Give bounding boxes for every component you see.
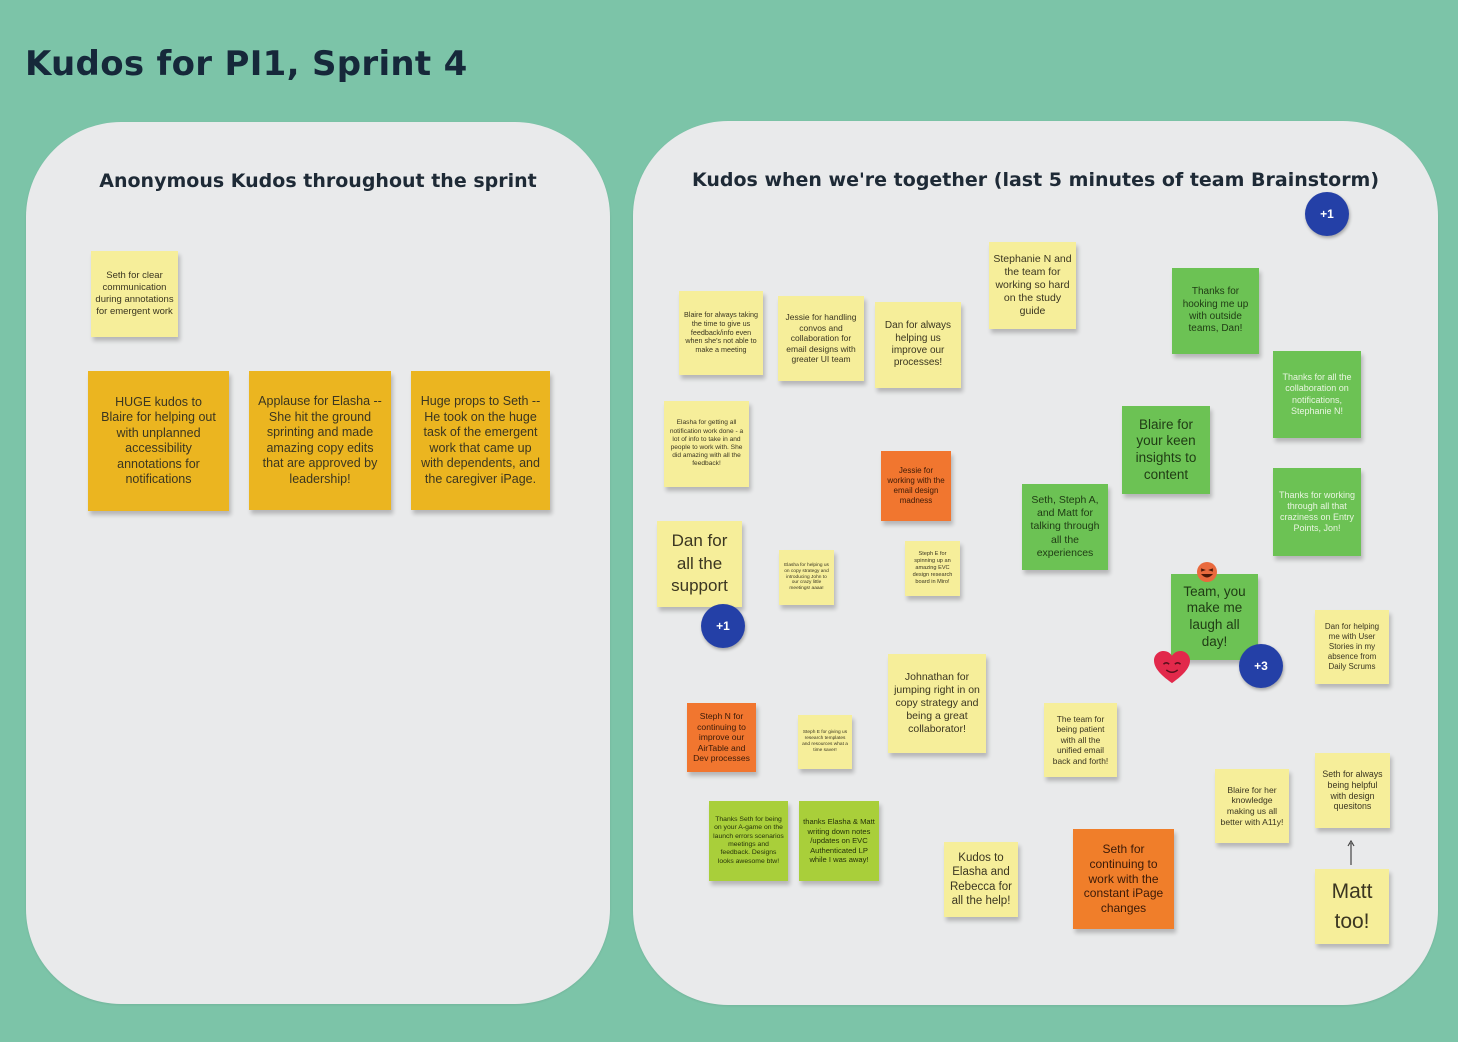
sticky-note[interactable]: Huge props to Seth -- He took on the hug…	[411, 371, 550, 510]
vote-count-badge[interactable]: +3	[1239, 644, 1283, 688]
sticky-note[interactable]: Johnathan for jumping right in on copy s…	[888, 654, 986, 753]
sticky-note[interactable]: Steph N for continuing to improve our Ai…	[687, 703, 756, 772]
panel-title: Kudos when we're together (last 5 minute…	[691, 169, 1380, 191]
sticky-note[interactable]: thanks Elasha & Matt writing down notes …	[799, 801, 879, 881]
sticky-note[interactable]: Thanks Seth for being on your A-game on …	[709, 801, 788, 881]
sticky-note[interactable]: Steph E for spinning up an amazing EVC d…	[905, 541, 960, 596]
sticky-note[interactable]: Seth for clear communication during anno…	[91, 251, 178, 337]
vote-count-badge[interactable]: +1	[701, 604, 745, 648]
sticky-note[interactable]: Dan for helping me with User Stories in …	[1315, 610, 1389, 684]
sticky-note[interactable]: Thanks for all the collaboration on noti…	[1273, 351, 1361, 438]
sticky-note[interactable]: Thanks for hooking me up with outside te…	[1172, 268, 1259, 354]
sticky-note[interactable]: Team, you make me laugh all day!	[1171, 574, 1258, 660]
sticky-note[interactable]: Seth for continuing to work with the con…	[1073, 829, 1174, 929]
panel-title: Anonymous Kudos throughout the sprint	[99, 170, 537, 192]
sticky-note[interactable]: Blaire for your keen insights to content	[1122, 406, 1210, 494]
vote-count-badge[interactable]: +1	[1305, 192, 1349, 236]
sticky-note[interactable]: Seth for always being helpful with desig…	[1315, 753, 1390, 828]
sticky-note[interactable]: Thanks for working through all that craz…	[1273, 468, 1361, 556]
sticky-note[interactable]: Blaire for her knowledge making us all b…	[1215, 769, 1289, 843]
sticky-note[interactable]: The team for being patient with all the …	[1044, 703, 1117, 777]
sticky-note[interactable]: Kudos to Elasha and Rebecca for all the …	[944, 842, 1018, 917]
laughing-face-emoji	[1197, 562, 1217, 582]
board-title: Kudos for PI1, Sprint 4	[25, 44, 468, 84]
sticky-note[interactable]: Dan for always helping us improve our pr…	[875, 302, 961, 388]
sticky-note[interactable]: Elasha for helping us on copy strategy a…	[779, 550, 834, 605]
up-arrow-icon	[1347, 840, 1355, 865]
sticky-note[interactable]: Dan for all the support	[657, 521, 742, 607]
sticky-note[interactable]: Blaire for always taking the time to giv…	[679, 291, 763, 375]
sticky-note[interactable]: Jessie for working with the email design…	[881, 451, 951, 521]
sticky-note[interactable]: HUGE kudos to Blaire for helping out wit…	[88, 371, 229, 511]
sticky-note[interactable]: Elasha for getting all notification work…	[664, 401, 749, 487]
sticky-note[interactable]: Jessie for handling convos and collabora…	[778, 296, 864, 381]
sticky-note[interactable]: Seth, Steph A, and Matt for talking thro…	[1022, 484, 1108, 570]
sticky-note[interactable]: Matt too!	[1315, 869, 1389, 944]
sticky-note[interactable]: Steph E for giving us research templates…	[798, 715, 852, 769]
sticky-note[interactable]: Applause for Elasha -- She hit the groun…	[249, 371, 391, 510]
sticky-note[interactable]: Stephanie N and the team for working so …	[989, 242, 1076, 329]
heart-face-emoji	[1154, 650, 1190, 684]
